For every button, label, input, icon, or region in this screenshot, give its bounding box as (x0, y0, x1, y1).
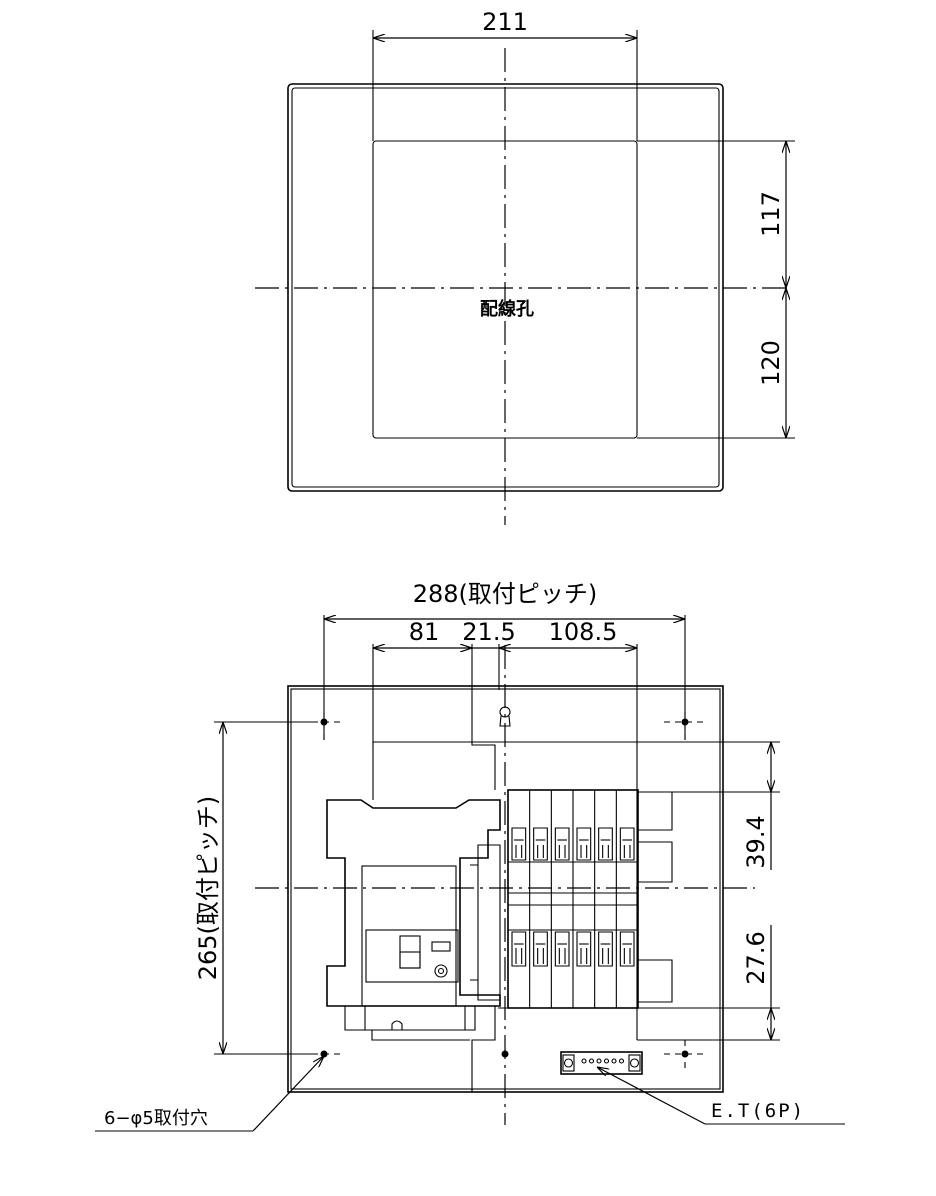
keyhole-hanger (499, 706, 511, 727)
front-view: 288(取付ピッチ) 81 21.5 108.5 265(取付ピッチ) 39.4… (95, 580, 845, 1132)
lower-height-dimension: 120 (757, 340, 785, 386)
branch-breaker-block (507, 789, 639, 1009)
seg-2-dimension: 21.5 (462, 618, 515, 646)
terminal-screws (581, 1058, 625, 1064)
branch-breaker[interactable] (615, 790, 635, 1008)
ground-terminal-block (560, 1051, 643, 1075)
terminal-screw (618, 1058, 625, 1064)
terminal-leader: E.T(6P) (597, 1067, 845, 1125)
terminal-screw (581, 1058, 587, 1064)
top-view: 211 117 120 配線孔 (255, 8, 795, 525)
upper-height-dimension: 117 (757, 191, 785, 237)
branch-breaker[interactable] (594, 790, 613, 1008)
row-1-dimension: 39.4 (742, 815, 770, 868)
cover-outline (372, 686, 673, 1092)
terminal-screw (588, 1058, 595, 1064)
terminal-screw (596, 1058, 602, 1064)
wiring-hole-label: 配線孔 (480, 298, 534, 320)
branch-breaker[interactable] (507, 790, 527, 1008)
seg-1-dimension: 81 (409, 618, 440, 646)
branch-breaker[interactable] (572, 790, 592, 1008)
terminal-screw (603, 1058, 610, 1064)
mount-hole (664, 712, 704, 742)
pitch-v-dimension: 265(取付ピッチ) (194, 796, 222, 981)
breaker-indicator (431, 941, 451, 952)
terminal-screw (611, 1058, 617, 1064)
mount-hole (664, 1040, 704, 1068)
width-dimension: 211 (482, 8, 528, 36)
mount-hole (501, 1050, 509, 1058)
breaker-reset-button[interactable] (434, 964, 448, 978)
branch-breaker[interactable] (529, 790, 548, 1008)
main-breaker (326, 799, 501, 1041)
row-2-dimension: 27.6 (742, 931, 770, 984)
branch-breaker[interactable] (550, 790, 570, 1008)
mount-hole-label: 6−φ5取付穴 (104, 1108, 208, 1129)
seg-3-dimension: 108.5 (549, 618, 618, 646)
mount-hole (312, 712, 345, 742)
branch-breaker-columns (507, 790, 635, 1008)
pitch-h-dimension: 288(取付ピッチ) (413, 580, 598, 608)
mount-hole-leader: 6−φ5取付穴 (95, 1056, 324, 1132)
terminal-label: E.T(6P) (711, 1100, 805, 1122)
